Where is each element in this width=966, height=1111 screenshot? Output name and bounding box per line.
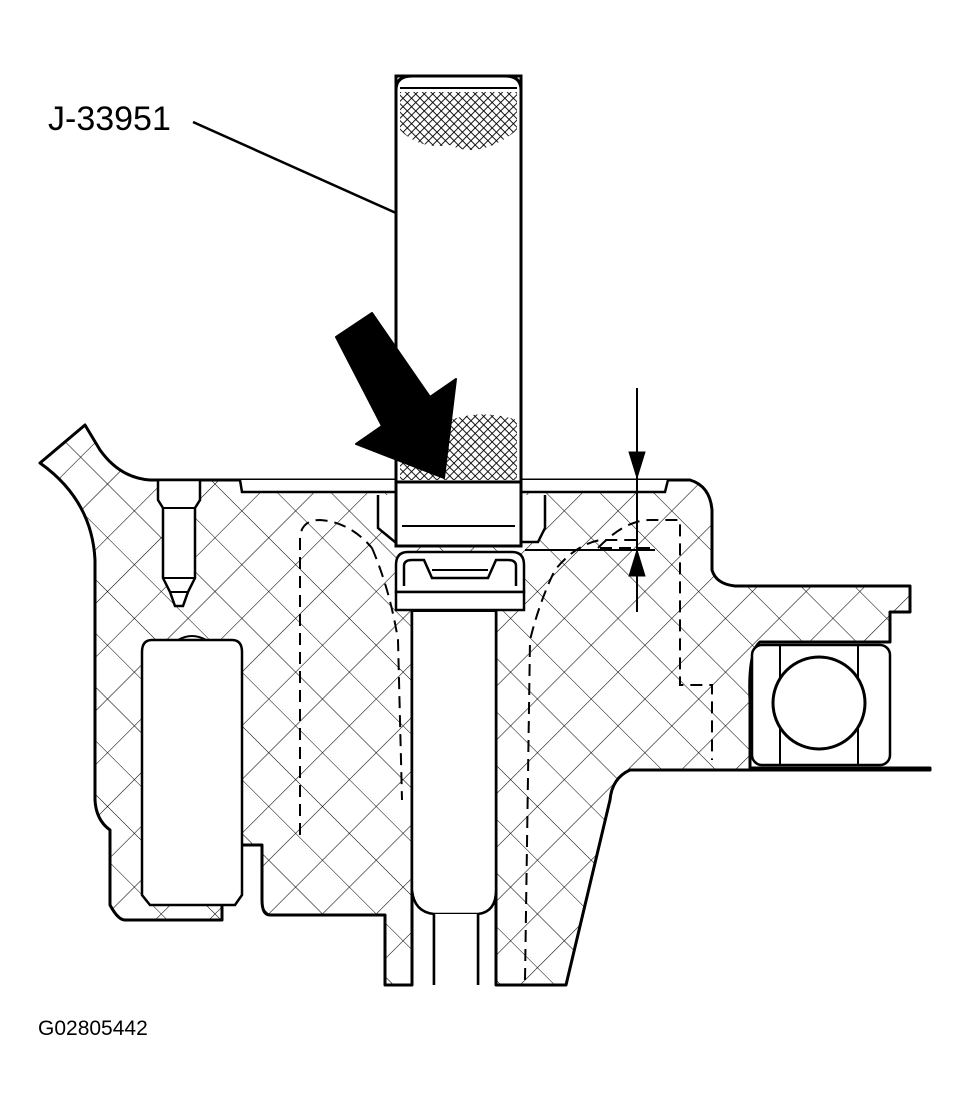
tool-callout-label: J-33951 [48, 100, 171, 138]
upper-knurl [400, 92, 517, 150]
oil-seal [394, 550, 526, 612]
roller-bearing [750, 643, 892, 767]
dowel-pin [140, 638, 244, 907]
seal-installer-tool [394, 74, 523, 548]
depth-dimension [525, 388, 655, 612]
push-direction-arrow [335, 312, 457, 479]
tool-leader-line [192, 120, 397, 215]
housing-outline [38, 423, 932, 987]
shaft-bore [410, 612, 498, 916]
figure-id-label: G02805442 [38, 1017, 148, 1040]
housing-casting [38, 423, 932, 987]
